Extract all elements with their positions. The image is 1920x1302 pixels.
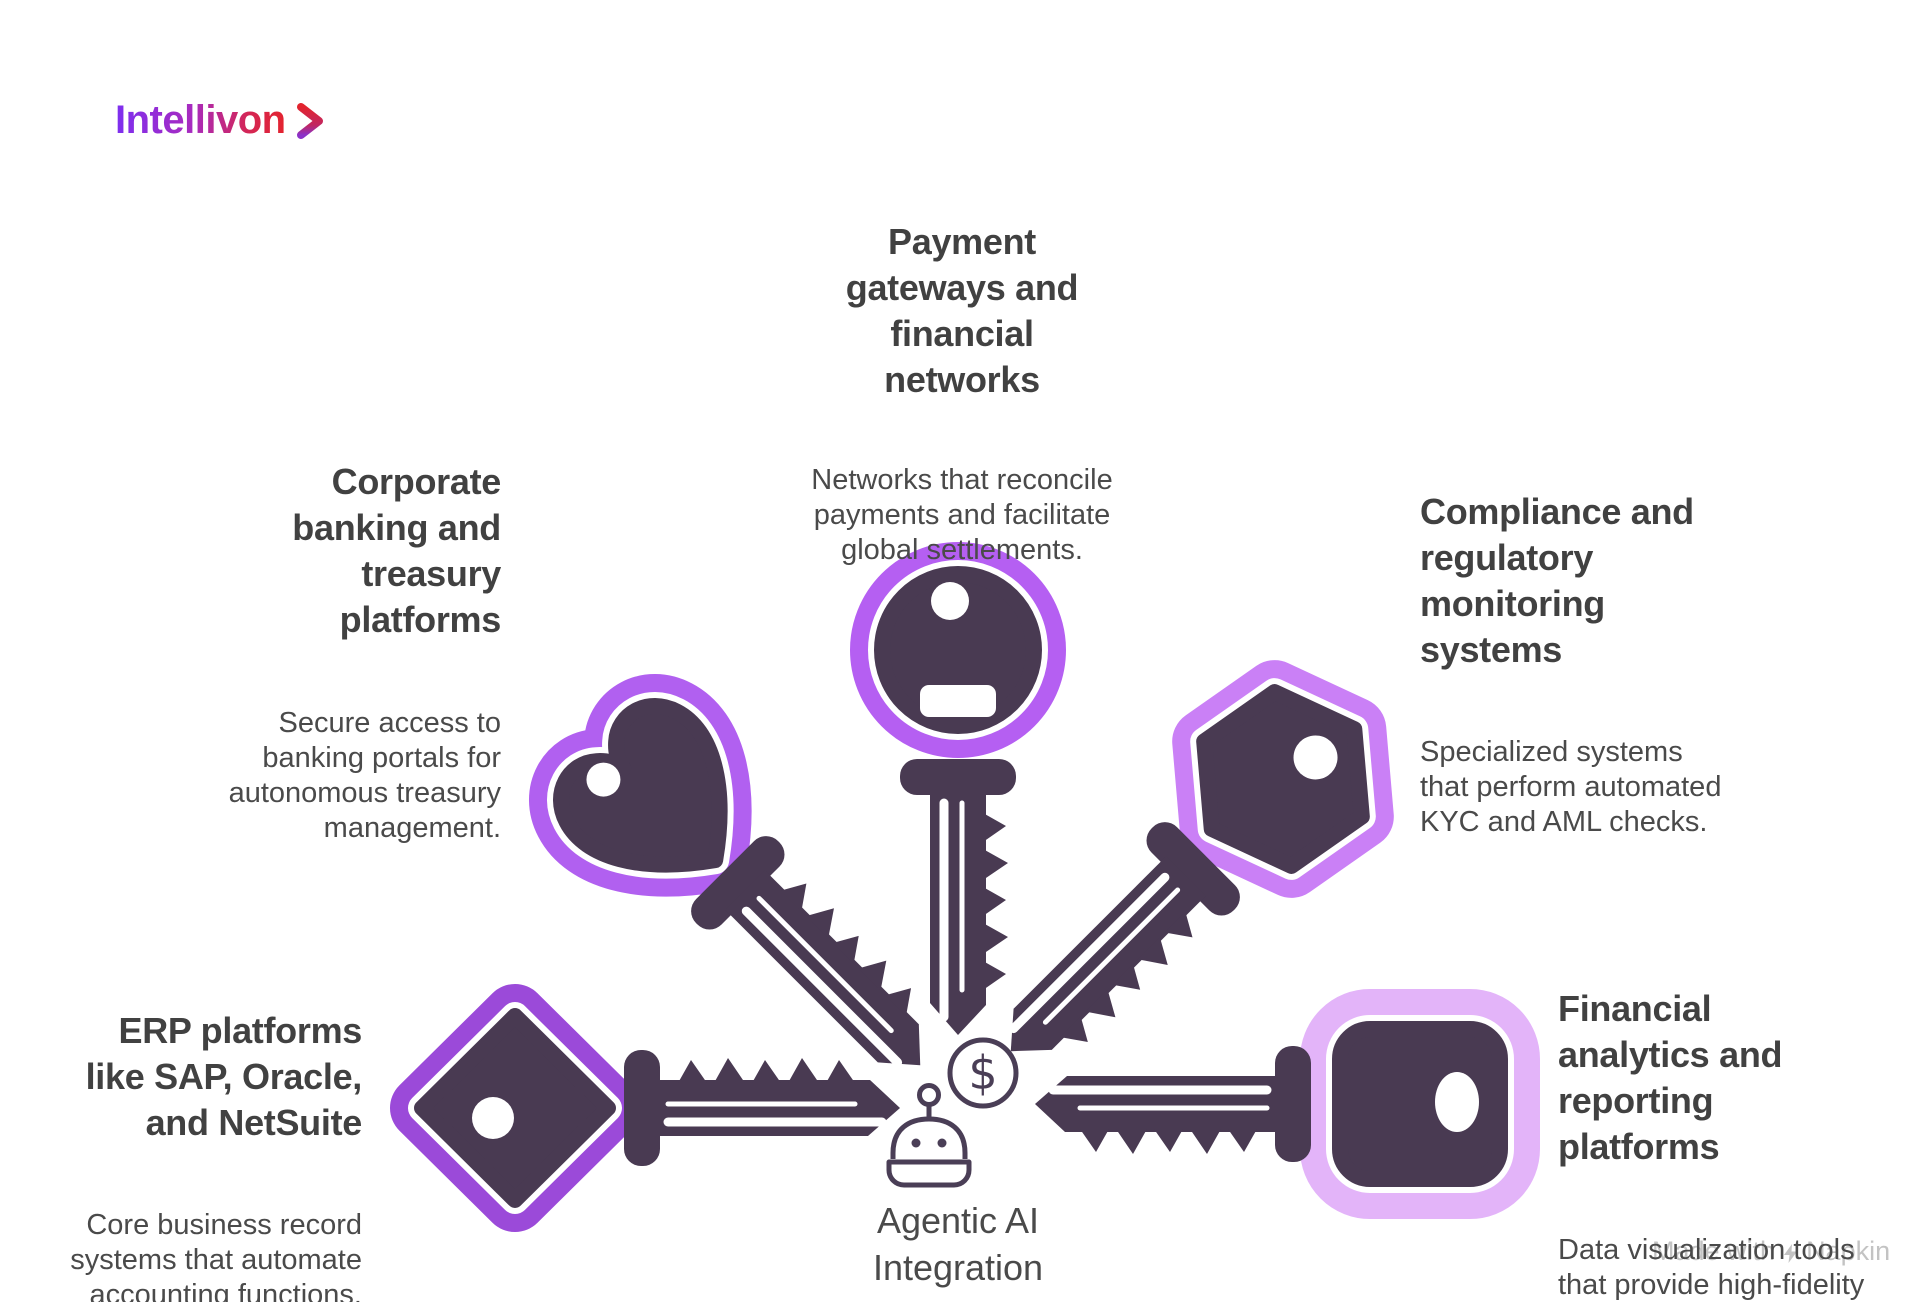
section-compliance: Compliance and regulatory monitoring sys… bbox=[1420, 453, 1850, 876]
dollar-symbol: $ bbox=[968, 1046, 997, 1100]
watermark-prefix: Made with bbox=[1652, 1236, 1776, 1266]
brand-logo: Intellivon bbox=[115, 96, 328, 144]
watermark: Made with Napkin bbox=[1652, 1236, 1890, 1267]
section-compliance-title: Compliance and regulatory monitoring sys… bbox=[1420, 491, 1694, 670]
section-compliance-description: Specialized systems that perform automat… bbox=[1420, 736, 1722, 838]
section-erp: ERP platforms like SAP, Oracle, and NetS… bbox=[0, 972, 362, 1302]
brand-logo-text: Intellivon bbox=[115, 98, 286, 142]
key-icon-erp bbox=[390, 984, 900, 1232]
key-icon-corporate bbox=[529, 674, 921, 1067]
section-payment-description: Networks that reconcile payments and fac… bbox=[811, 464, 1113, 566]
dollar-coin-icon bbox=[947, 1037, 1019, 1109]
section-payment: Payment gateways and financial networks … bbox=[762, 183, 1162, 604]
agentic-ai-robot-dollar-icon: $ bbox=[886, 1037, 1019, 1188]
key-icon-financial bbox=[1035, 989, 1540, 1219]
key-icon-payment bbox=[850, 542, 1066, 1035]
section-corporate: Corporate banking and treasury platforms… bbox=[101, 423, 502, 882]
section-financial: Financial analytics and reporting platfo… bbox=[1558, 950, 1920, 1302]
lightning-bolt-icon bbox=[1784, 1243, 1798, 1263]
section-payment-title: Payment gateways and financial networks bbox=[845, 221, 1079, 400]
chevron-right-icon bbox=[296, 103, 323, 139]
section-erp-title: ERP platforms like SAP, Oracle, and NetS… bbox=[85, 1010, 363, 1143]
key-icon-compliance bbox=[1009, 660, 1394, 1052]
section-financial-description: Data visualization tools that provide hi… bbox=[1558, 1234, 1865, 1301]
section-erp-description: Core business record systems that automa… bbox=[70, 1209, 362, 1302]
section-corporate-title: Corporate banking and treasury platforms bbox=[292, 461, 501, 640]
section-financial-title: Financial analytics and reporting platfo… bbox=[1558, 988, 1783, 1167]
center-label: Agentic AI Integration bbox=[872, 1200, 1044, 1288]
watermark-brand: Napkin bbox=[1806, 1236, 1891, 1266]
section-corporate-description: Secure access to banking portals for aut… bbox=[228, 707, 501, 844]
